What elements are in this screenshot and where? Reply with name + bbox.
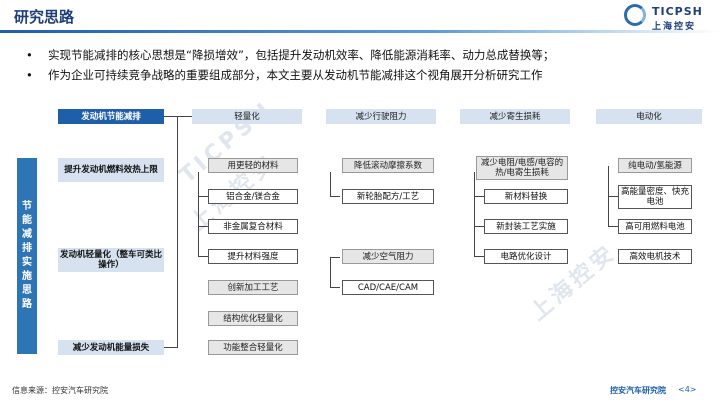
column-item: 非金属复合材料 xyxy=(208,219,298,234)
column-item: 降低滚动摩擦系数 xyxy=(342,158,434,173)
column-item: 铝合金/镁合金 xyxy=(208,189,298,204)
side-label: 节能减排实施思路 xyxy=(17,158,37,354)
bullet-item: • 实现节能减排的核心思想是“降损增效”，包括提升发动机效率、降低能源消耗率、动力… xyxy=(26,45,554,65)
connector xyxy=(474,196,484,197)
connector xyxy=(198,172,199,256)
column-item: CAD/CAE/CAM xyxy=(342,280,434,295)
footer-source: 信息来源：控安汽车研究院 xyxy=(12,386,108,395)
bullet-text: 作为企业可持续竞争战略的重要组成部分，本文主要从发动机节能减排这个视角展开分析研… xyxy=(48,68,543,82)
connector xyxy=(330,287,340,288)
connector xyxy=(198,196,208,197)
column-item: 纯电动/氢能源 xyxy=(618,158,692,173)
column-item: 高能量密度、快充电池 xyxy=(618,185,692,209)
logo-text-en: TICPSH xyxy=(652,5,703,18)
column-item: 新封装工艺实施 xyxy=(484,219,568,234)
connector xyxy=(608,196,618,197)
bullet-text: 实现节能减排的核心思想是“降损增效”，包括提升发动机效率、降低能源消耗率、动力总… xyxy=(48,48,555,62)
left-item-lightweight: 发动机轻量化（整车可类比操作） xyxy=(58,248,164,272)
page-title: 研究思路 xyxy=(14,8,75,26)
connector xyxy=(164,116,178,117)
connector xyxy=(608,226,618,227)
connector xyxy=(330,257,340,258)
logo-icon xyxy=(624,4,646,26)
left-item-energy-loss: 减少发动机能量损失 xyxy=(58,340,164,355)
connector xyxy=(330,257,331,288)
logo-text-cn: 上海控安 xyxy=(652,22,697,32)
bullet-list: • 实现节能减排的核心思想是“降损增效”，包括提升发动机效率、降低能源消耗率、动力… xyxy=(26,45,554,85)
column-item: 电路优化设计 xyxy=(484,249,568,264)
connector xyxy=(474,256,484,257)
footer-org: 控安汽车研究院 xyxy=(610,386,666,395)
column-item: 创新加工工艺 xyxy=(208,280,298,295)
column-item: 高效电机技术 xyxy=(618,249,692,264)
column-item: 新轮胎配方/工艺 xyxy=(342,189,434,204)
column-item: 减少电阻/电感/电容的热/电寄生损耗 xyxy=(476,156,568,180)
column-item: 减少空气阻力 xyxy=(342,249,434,264)
connector xyxy=(198,256,208,257)
connector xyxy=(330,172,331,197)
column-header-parasitic: 减少寄生损耗 xyxy=(460,109,570,124)
connector xyxy=(474,226,484,227)
column-item: 结构优化轻量化 xyxy=(208,311,298,326)
column-header-drag: 减少行驶阻力 xyxy=(326,109,436,124)
column-item: 功能整合轻量化 xyxy=(208,340,298,355)
page-number: <4> xyxy=(678,385,697,394)
column-item: 新材料替换 xyxy=(484,189,568,204)
connector xyxy=(330,196,340,197)
column-item: 提升材料强度 xyxy=(208,249,298,264)
column-header-lightweight: 轻量化 xyxy=(192,109,302,124)
connector xyxy=(164,347,178,348)
column-item: 用更轻的材料 xyxy=(208,158,298,173)
bullet-marker: • xyxy=(26,68,33,82)
left-top-label: 发动机节能减排 xyxy=(58,109,164,124)
connector xyxy=(474,172,475,256)
column-header-electrification: 电动化 xyxy=(596,109,702,124)
connector xyxy=(177,116,178,347)
bullet-item: • 作为企业可持续竞争战略的重要组成部分，本文主要从发动机节能减排这个视角展开分析… xyxy=(26,65,554,85)
connector xyxy=(198,226,208,227)
bullet-marker: • xyxy=(26,48,33,62)
left-item-efficiency: 提升发动机燃料效热上限 xyxy=(58,158,164,182)
column-item: 高可用燃料电池 xyxy=(618,219,692,234)
title-divider xyxy=(0,30,720,33)
connector xyxy=(177,116,192,117)
